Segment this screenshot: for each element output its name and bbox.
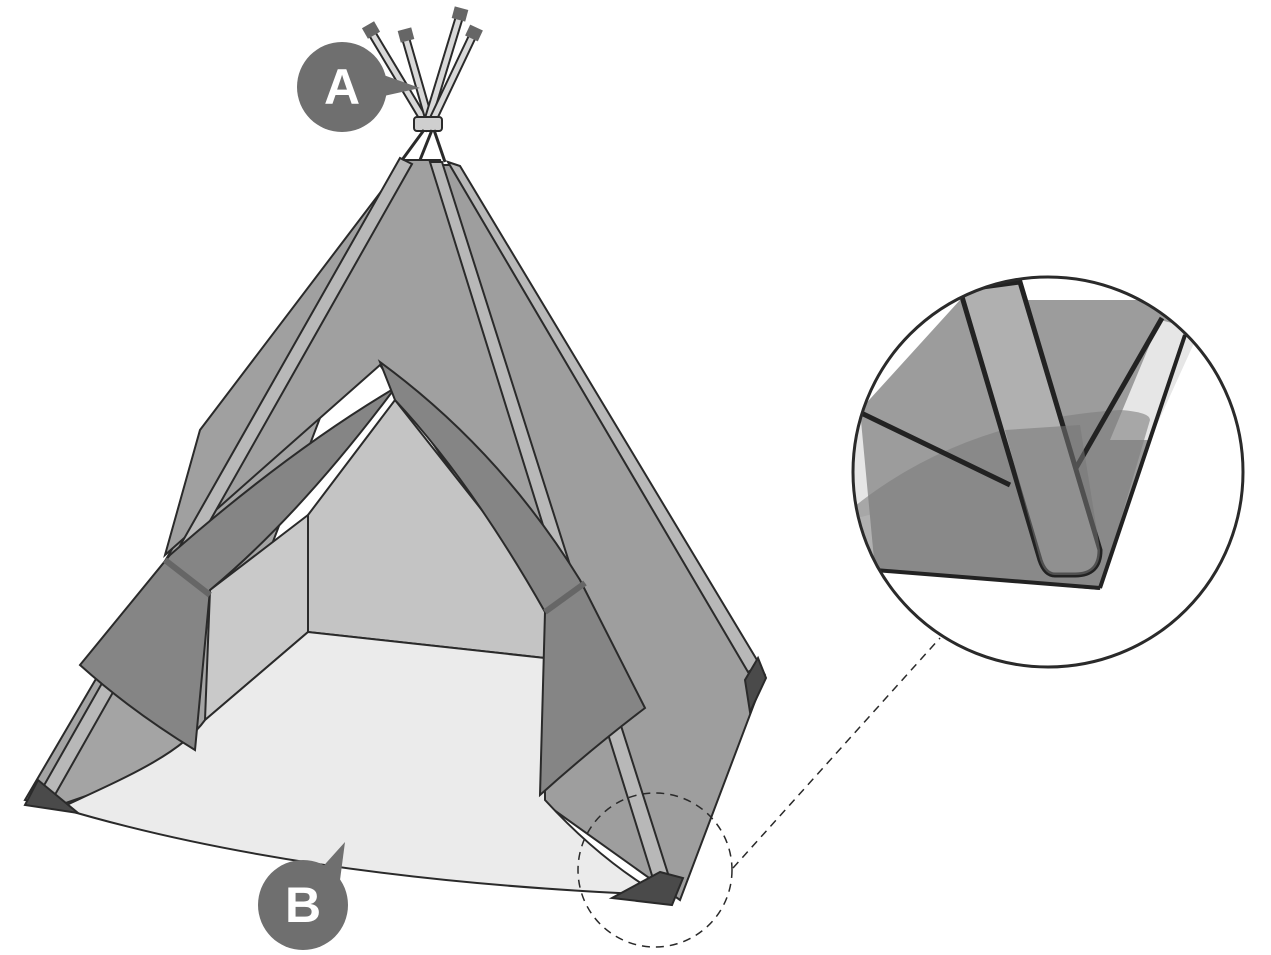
- tent-corner-cap-left: [23, 778, 82, 815]
- teepee-tent: [23, 6, 768, 907]
- callout-b-label: B: [285, 877, 321, 933]
- detail-circle-border: [851, 275, 1245, 669]
- callout-a-label: A: [324, 59, 360, 115]
- pole-tops: [361, 6, 483, 163]
- pole-tie-wrap: [413, 116, 443, 132]
- tent-corner-cap-right: [743, 655, 768, 716]
- detail-source-circle: [577, 792, 733, 948]
- callout-a: A: [297, 42, 420, 132]
- tent-door-flap-left: [78, 387, 396, 752]
- tent-door-tie-left: [163, 557, 212, 598]
- callout-a-badge: [297, 42, 387, 132]
- callout-b-badge: [258, 860, 348, 950]
- tent-door-flap-right: [377, 359, 647, 798]
- detail-magnifier: [577, 275, 1245, 948]
- tent-corner-cap-front: [608, 870, 685, 907]
- tent-door-tie-right: [543, 580, 587, 615]
- tent-floor-mat: [57, 630, 661, 896]
- detail-leader-line: [732, 637, 941, 869]
- callout-b: B: [258, 842, 348, 950]
